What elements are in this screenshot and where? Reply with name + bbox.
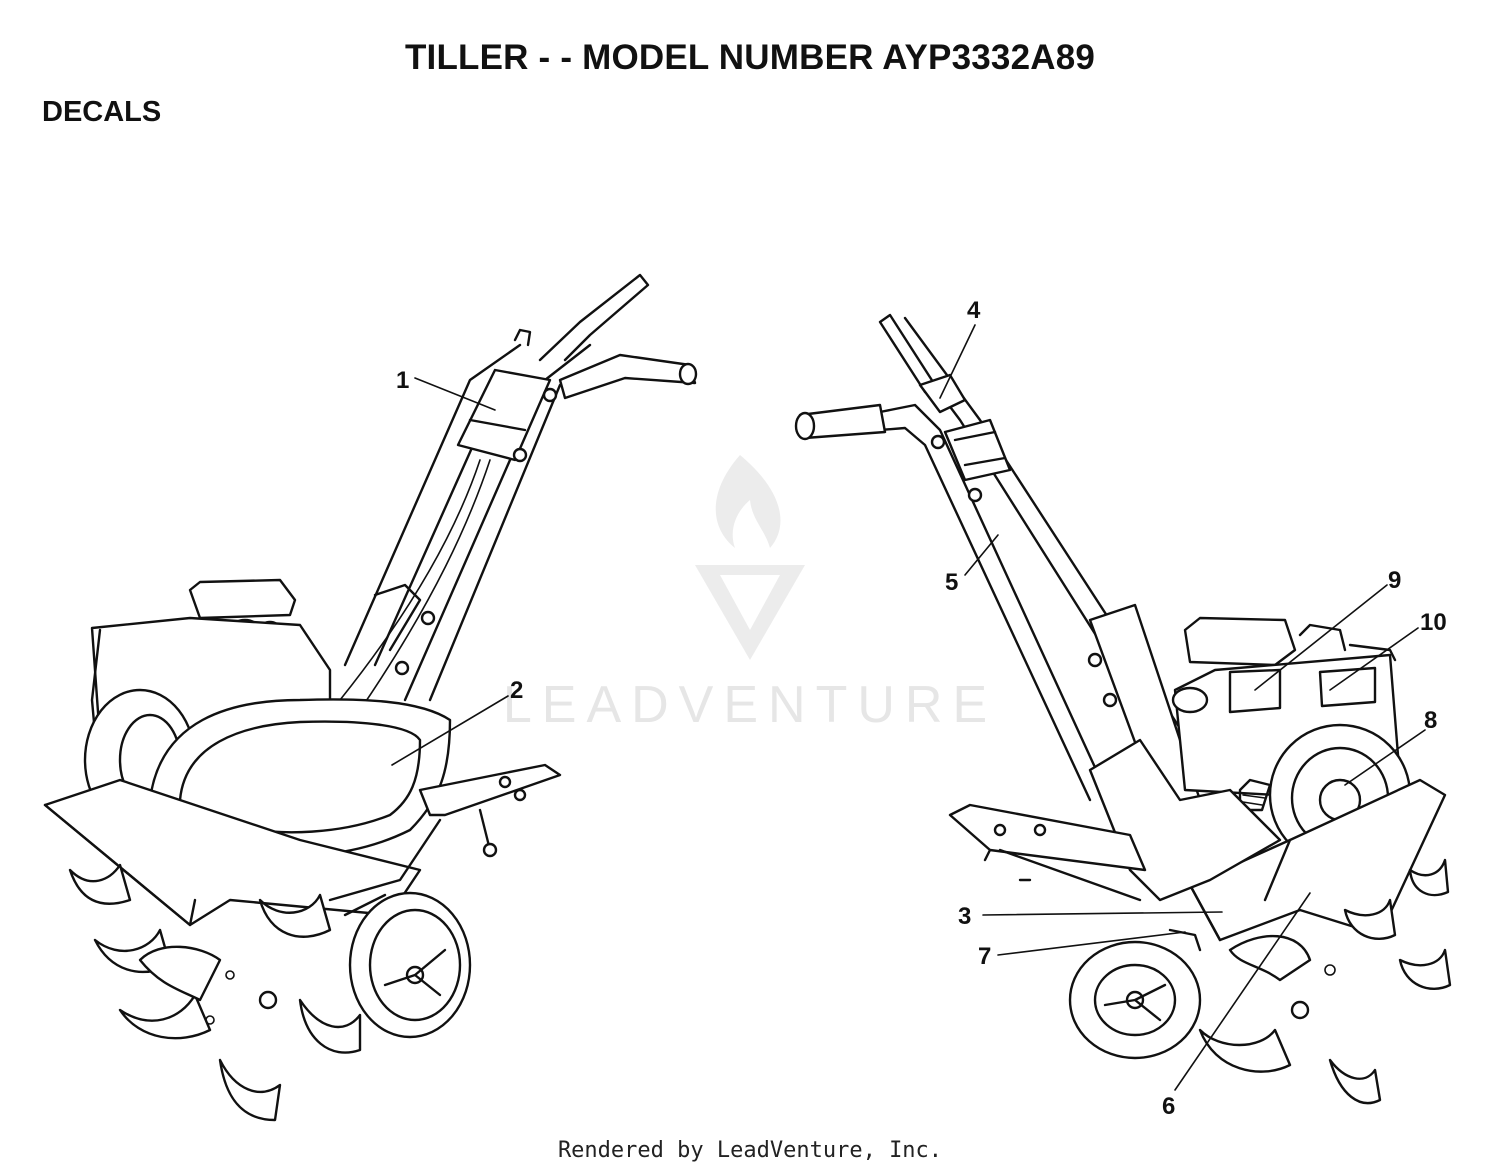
callout-2: 2 xyxy=(391,677,523,766)
callout-label: 2 xyxy=(510,677,523,704)
callout-label: 6 xyxy=(1162,1093,1175,1120)
section-heading: DECALS xyxy=(42,96,162,128)
callout-label: 1 xyxy=(396,367,409,394)
callout-5: 5 xyxy=(945,534,999,596)
callout-label: 10 xyxy=(1420,609,1447,636)
right-tines xyxy=(1198,858,1452,1105)
callout-label: 7 xyxy=(978,943,991,970)
callout-label: 4 xyxy=(967,297,981,324)
flame-logo-icon xyxy=(695,455,805,660)
decal-10-label xyxy=(1318,666,1377,708)
callout-8: 8 xyxy=(1344,707,1437,786)
callout-1: 1 xyxy=(396,367,496,411)
watermark-text: LEADVENTURE xyxy=(503,676,997,734)
callout-label: 3 xyxy=(958,903,971,930)
callout-10: 10 xyxy=(1329,609,1447,691)
footer-credit: Rendered by LeadVenture, Inc. xyxy=(557,1138,943,1163)
callout-7: 7 xyxy=(978,931,1186,970)
left-tiller-illustration xyxy=(43,273,698,1122)
left-tines xyxy=(68,863,362,1122)
callout-9: 9 xyxy=(1254,567,1401,691)
callout-6: 6 xyxy=(1162,892,1311,1120)
callout-label: 9 xyxy=(1388,567,1401,594)
page-title: TILLER - - MODEL NUMBER AYP3332A89 xyxy=(404,38,1096,77)
right-tiller-illustration xyxy=(794,313,1452,1105)
callout-4: 4 xyxy=(939,297,981,399)
callout-3: 3 xyxy=(958,903,1223,930)
callout-label: 5 xyxy=(945,569,958,596)
callout-label: 8 xyxy=(1424,707,1437,734)
